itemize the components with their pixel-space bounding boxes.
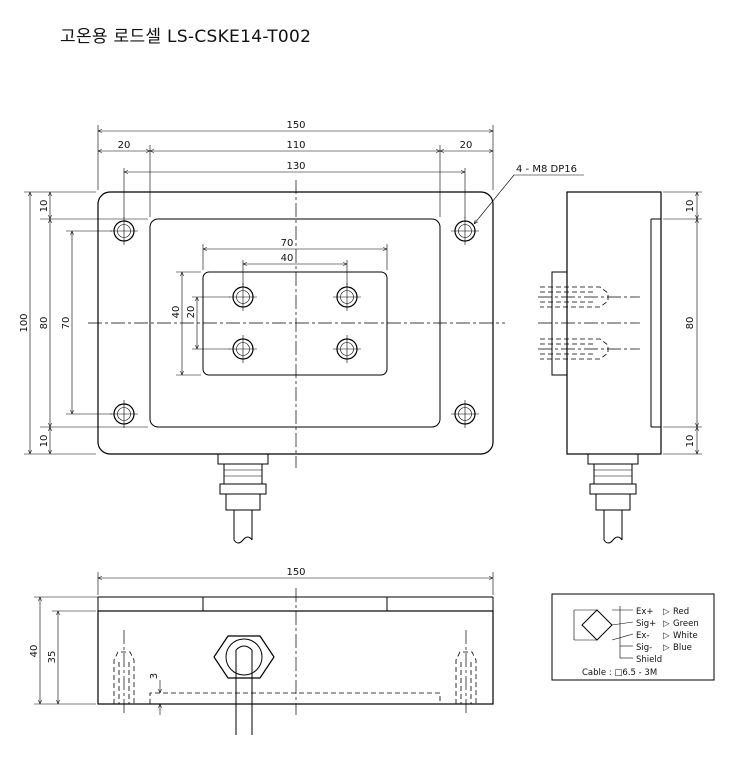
wiring-row-0: Ex+ ▷ Red: [636, 607, 689, 617]
wiring-color: Red: [673, 607, 689, 617]
hole-note-leader: [474, 174, 584, 224]
side-dim-top: 10: [685, 200, 696, 213]
bottom-dim-height-total: 40: [29, 645, 40, 658]
bottom-hidden-groove: [149, 692, 441, 704]
bottom-dim-height-body: 35: [47, 651, 58, 664]
cable-spec: Cable : □6.5 - 3M: [582, 668, 657, 678]
corner-holes: [110, 217, 479, 428]
bottom-view: 150 40 35 3: [29, 567, 494, 735]
arrow-icon: ▷: [663, 643, 670, 653]
side-pad: [551, 271, 568, 376]
side-view: 10 80 10: [538, 191, 702, 544]
wiring-shield: Shield: [636, 655, 662, 665]
side-hidden-bolts: [540, 286, 609, 360]
dim-left-margin: 20: [118, 140, 131, 151]
page-title: 고온용 로드셀 LS-CSKE14-T002: [60, 27, 312, 47]
arrow-icon: ▷: [663, 631, 670, 641]
side-dim-middle: 80: [685, 317, 696, 330]
dim-top-margin: 10: [39, 200, 50, 213]
dim-overall-width: 150: [286, 120, 305, 131]
dim-overall-height: 100: [19, 313, 30, 332]
pad-holes: [229, 283, 361, 363]
side-dim-bottom: 10: [685, 435, 696, 448]
bottom-dim-gap: 3: [149, 673, 160, 679]
dim-hole-pitch-v: 70: [61, 317, 72, 330]
side-dimensions: [663, 191, 702, 455]
bridge-symbol: [581, 609, 613, 641]
dim-inner-hole-pitch-v: 20: [186, 306, 197, 319]
dim-inner-height: 80: [39, 317, 50, 330]
dim-bottom-margin: 10: [39, 435, 50, 448]
wiring-row-2: Ex- ▷ White: [636, 631, 698, 641]
dim-pad-width: 70: [281, 238, 294, 249]
bottom-dimensions: [34, 572, 494, 715]
dim-inner-hole-pitch-h: 40: [281, 253, 294, 264]
front-horizontal-dimensions: [97, 125, 494, 285]
hole-note: 4 - M8 DP16: [516, 164, 577, 175]
front-view: 150 20 110 20 130 70 40 4 - M8 DP16: [19, 120, 584, 544]
bottom-body: [97, 610, 494, 705]
wiring-signal: Sig+: [636, 619, 656, 629]
dim-pad-height: 40: [171, 306, 182, 319]
wiring-color: White: [673, 631, 698, 641]
dim-right-margin: 20: [460, 140, 473, 151]
bottom-hidden-bolts: [113, 630, 477, 715]
arrow-icon: ▷: [663, 607, 670, 617]
bottom-cable-gland: [213, 635, 275, 735]
front-cable-gland: [217, 453, 269, 544]
wiring-signal: Ex-: [636, 631, 649, 641]
arrow-icon: ▷: [663, 619, 670, 629]
front-center-pad: [202, 271, 388, 376]
bottom-dim-width: 150: [286, 567, 305, 578]
wiring-color: Green: [673, 619, 699, 629]
front-vertical-dimensions: [24, 191, 230, 455]
dim-hole-pitch: 130: [286, 161, 305, 172]
side-cable-gland: [587, 453, 639, 544]
wiring-color: Blue: [673, 643, 692, 653]
wiring-signal: Ex+: [636, 607, 654, 617]
bottom-top-pad: [202, 596, 388, 612]
wiring-signal: Sig-: [636, 643, 652, 653]
wiring-row-1: Sig+ ▷ Green: [636, 619, 699, 629]
wiring-legend: Ex+ ▷ Red Sig+ ▷ Green Ex- ▷ White Sig- …: [551, 593, 715, 681]
wiring-row-3: Sig- ▷ Blue: [636, 643, 692, 653]
dim-center-width: 110: [286, 140, 305, 151]
